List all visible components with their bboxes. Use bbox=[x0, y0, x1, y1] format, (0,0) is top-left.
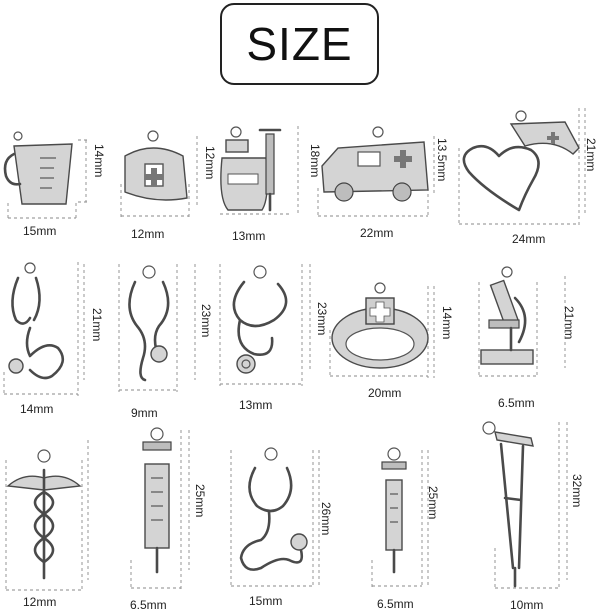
syringe-small-height: 25mm bbox=[426, 486, 440, 520]
stethoscope-heart-height: 21mm bbox=[90, 308, 104, 342]
ambulance-icon bbox=[317, 126, 435, 218]
stethoscope-infinity-height: 26mm bbox=[319, 502, 333, 536]
heart-nurse-cap-icon bbox=[458, 108, 586, 226]
stethoscope-infinity-icon bbox=[230, 447, 320, 588]
charm-measuring-cup: 15mm 14mm bbox=[0, 120, 106, 240]
microscope-icon bbox=[478, 266, 566, 378]
microscope-height: 21mm bbox=[562, 306, 576, 340]
ambulance-height: 13.5mm bbox=[435, 138, 449, 182]
medical-ring-height: 14mm bbox=[440, 306, 454, 340]
nurse-cap-width: 12mm bbox=[131, 227, 165, 241]
charm-microscope: 6.5mm 21mm bbox=[475, 262, 600, 412]
charm-medicine-bottle-syringe: 13mm 18mm bbox=[214, 118, 322, 248]
charm-caduceus: 12mm bbox=[0, 430, 100, 612]
charm-stethoscope-coiled: 13mm 23mm bbox=[214, 262, 329, 412]
charm-stethoscope: 9mm 23mm bbox=[115, 262, 215, 420]
medicine-bottle-syringe-width: 13mm bbox=[232, 229, 266, 243]
charm-ambulance: 22mm 13.5mm bbox=[314, 118, 454, 240]
stethoscope-heart-width: 14mm bbox=[20, 402, 54, 416]
stethoscope-height: 23mm bbox=[199, 304, 213, 338]
size-title: SIZE bbox=[246, 18, 353, 70]
stethoscope-coiled-icon bbox=[219, 264, 311, 386]
nurse-cap-icon bbox=[120, 130, 198, 218]
heart-nurse-cap-height: 21mm bbox=[584, 138, 598, 172]
ambulance-width: 22mm bbox=[360, 226, 394, 240]
medical-ring-width: 20mm bbox=[368, 386, 402, 400]
charm-syringe-small: 6.5mm 25mm bbox=[352, 440, 462, 612]
crutch-height: 32mm bbox=[570, 474, 584, 508]
stethoscope-icon bbox=[118, 264, 196, 392]
stethoscope-infinity-width: 15mm bbox=[249, 594, 283, 608]
crutch-width: 10mm bbox=[510, 598, 544, 612]
charm-stethoscope-infinity: 15mm 26mm bbox=[225, 440, 335, 612]
caduceus-icon bbox=[5, 440, 89, 592]
stethoscope-width: 9mm bbox=[131, 406, 158, 420]
syringe-small-width: 6.5mm bbox=[377, 597, 414, 611]
charm-crutch: 10mm 32mm bbox=[475, 418, 600, 612]
charm-nurse-cap: 12mm 12mm bbox=[115, 126, 217, 246]
stethoscope-coiled-width: 13mm bbox=[239, 398, 273, 412]
syringe-large-height: 25mm bbox=[193, 484, 207, 518]
charm-heart-nurse-cap: 24mm 21mm bbox=[455, 108, 600, 248]
syringe-large-width: 6.5mm bbox=[130, 598, 167, 612]
medicine-bottle-syringe-icon bbox=[220, 126, 299, 215]
syringe-large-icon bbox=[130, 427, 190, 590]
caduceus-width: 12mm bbox=[23, 595, 57, 609]
syringe-small-icon bbox=[371, 447, 429, 588]
charm-medical-ring: 20mm 14mm bbox=[324, 280, 454, 400]
heart-nurse-cap-width: 24mm bbox=[512, 232, 546, 246]
microscope-width: 6.5mm bbox=[498, 396, 535, 410]
measuring-cup-width: 15mm bbox=[23, 224, 57, 238]
crutch-icon bbox=[482, 421, 568, 590]
stethoscope-heart-icon bbox=[3, 262, 85, 396]
medical-ring-icon bbox=[329, 282, 435, 378]
measuring-cup-icon bbox=[3, 131, 90, 219]
measuring-cup-height: 14mm bbox=[92, 144, 106, 178]
charm-stethoscope-heart: 14mm 21mm bbox=[0, 262, 104, 416]
size-title-box: SIZE bbox=[220, 3, 379, 85]
charm-syringe-large: 6.5mm 25mm bbox=[115, 420, 215, 612]
